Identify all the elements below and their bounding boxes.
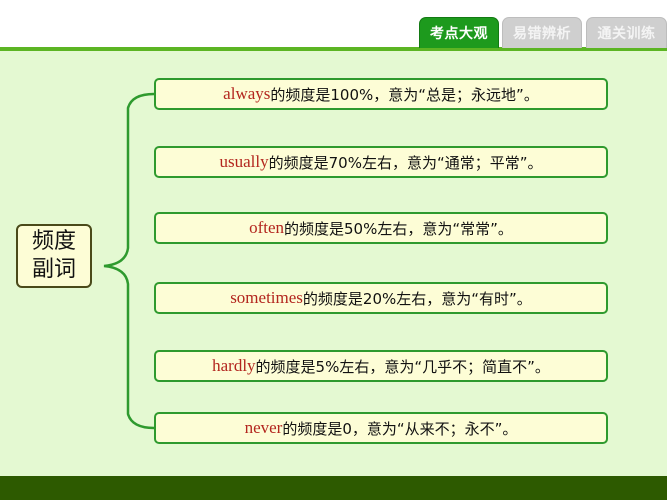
- tab-key-points[interactable]: 考点大观: [419, 17, 499, 48]
- footer-bar: [0, 476, 667, 500]
- description: 的频度是0，意为“从来不；永不”。: [282, 419, 518, 438]
- keyword: sometimes: [230, 288, 303, 307]
- keyword: often: [249, 218, 285, 237]
- description: 的频度是100%，意为“总是；永远地”。: [270, 85, 539, 104]
- description: 的频度是50%左右，意为“常常”。: [284, 219, 513, 238]
- brace-connector: [103, 92, 155, 430]
- root-label-line2: 副词: [31, 257, 76, 282]
- keyword: never: [244, 418, 283, 437]
- root-node: 频度 副词: [16, 224, 92, 288]
- keyword: usually: [219, 152, 269, 171]
- tab-practice[interactable]: 通关训练: [586, 17, 667, 48]
- keyword: hardly: [212, 356, 256, 375]
- description: 的频度是20%左右，意为“有时”。: [302, 289, 532, 308]
- tab-error-analysis[interactable]: 易错辨析: [502, 17, 582, 48]
- header-divider: [0, 47, 667, 51]
- description: 的频度是5%左右，意为“几乎不；简直不”。: [255, 357, 550, 376]
- root-label-line1: 频度: [31, 229, 76, 254]
- keyword: always: [223, 84, 271, 103]
- description: 的频度是70%左右，意为“通常；平常”。: [268, 153, 543, 172]
